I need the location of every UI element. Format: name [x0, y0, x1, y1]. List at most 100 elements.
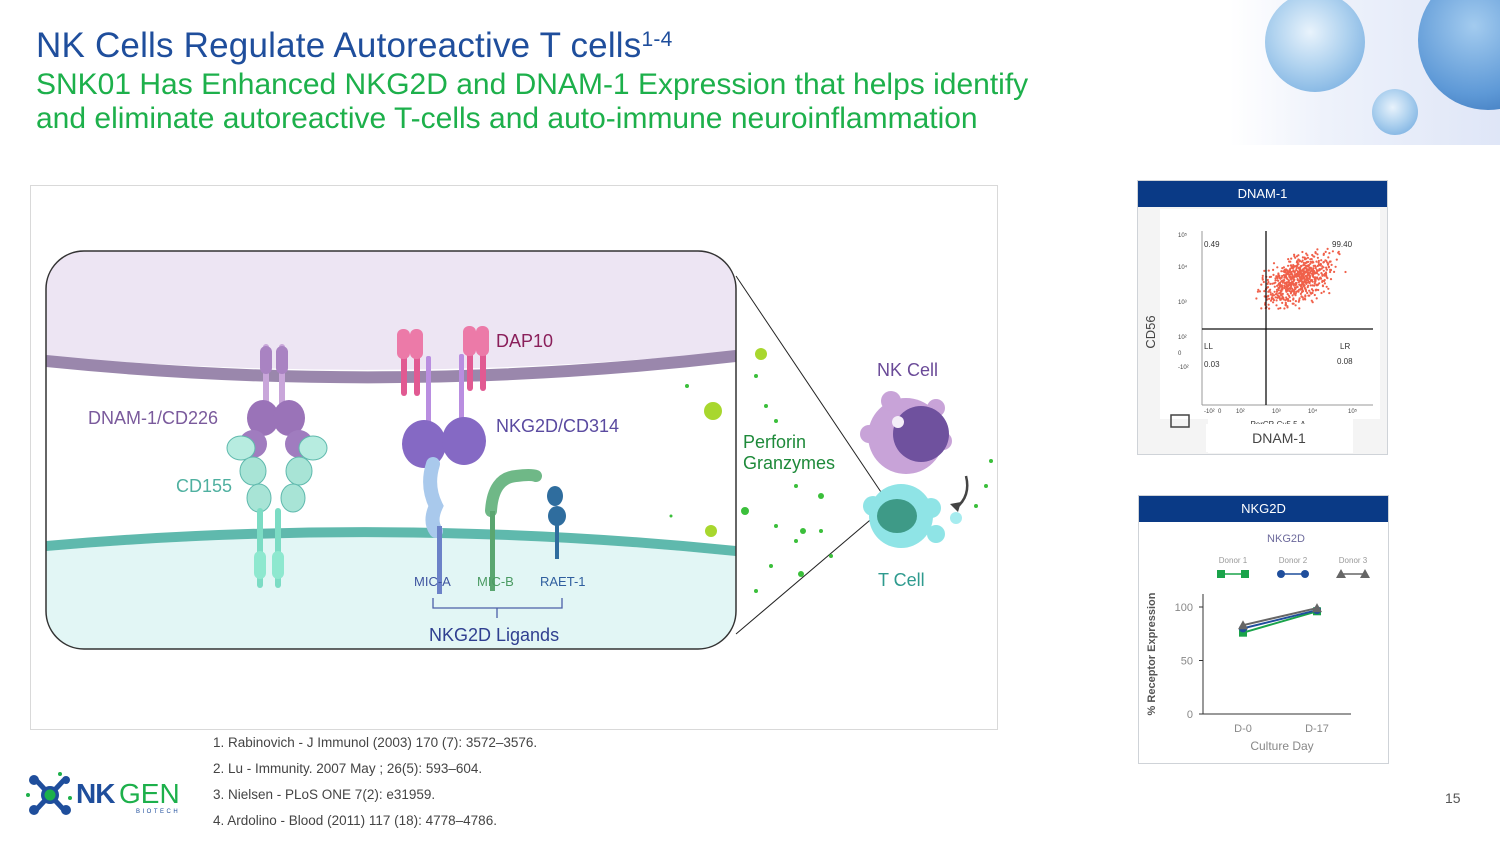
scatter-point — [1292, 266, 1295, 269]
nkg2d-panel-header: NKG2D — [1139, 496, 1388, 522]
scatter-point — [1287, 273, 1290, 276]
scatter-point — [1286, 269, 1289, 272]
legend-marker — [1241, 570, 1249, 578]
nkg2d-receptor-icon — [402, 354, 486, 468]
scatter-point — [1324, 250, 1327, 253]
flow-y-tick-label: 10⁵ — [1178, 232, 1188, 239]
scatter-point — [1293, 255, 1296, 258]
scatter-point — [1329, 278, 1333, 281]
scatter-point — [1283, 281, 1287, 284]
scatter-point — [1278, 285, 1281, 288]
scatter-point — [1323, 282, 1326, 285]
scatter-point — [1320, 267, 1323, 270]
scatter-point — [1315, 268, 1318, 272]
scatter-point — [1298, 279, 1301, 282]
reference-3: 3. Nielsen - PLoS ONE 7(2): e31959. — [213, 787, 436, 802]
scatter-point — [1294, 294, 1297, 297]
scatter-point — [1301, 274, 1304, 277]
t-cell-membrane — [46, 527, 736, 556]
scatter-point — [1318, 268, 1321, 271]
scatter-point — [1295, 290, 1298, 293]
scatter-point — [1283, 307, 1286, 310]
scatter-point — [1278, 297, 1281, 300]
scatter-point — [1285, 276, 1288, 279]
scatter-point — [1318, 277, 1322, 280]
scatter-point — [1302, 283, 1305, 286]
scatter-point — [1314, 267, 1317, 270]
gate-box-icon[interactable] — [1170, 414, 1190, 428]
scatter-point — [1318, 282, 1321, 285]
scatter-point — [1299, 277, 1302, 280]
scatter-point — [1318, 264, 1321, 267]
scatter-point — [1293, 289, 1296, 292]
scatter-point — [1291, 287, 1294, 290]
scatter-point — [1277, 307, 1280, 310]
scatter-point — [1287, 299, 1290, 302]
scatter-point — [1272, 273, 1275, 276]
flow-x-tick-label: 10² — [1236, 409, 1245, 415]
scatter-point — [1272, 282, 1276, 285]
scatter-point — [1311, 274, 1314, 278]
nkgen-logo: NK GEN BIOTECH — [26, 772, 186, 818]
flow-x-tick-label: 10⁵ — [1348, 408, 1358, 415]
scatter-point — [1315, 271, 1318, 274]
cd155-ligand-icon — [226, 435, 328, 588]
scatter-point — [1311, 291, 1314, 295]
scatter-point — [1327, 256, 1330, 259]
scatter-point — [1309, 262, 1312, 265]
subtitle-line-2: and eliminate autoreactive T-cells and a… — [36, 102, 978, 135]
scatter-point — [1297, 300, 1300, 303]
scatter-point — [1300, 264, 1303, 267]
scatter-point — [1283, 276, 1286, 279]
scatter-point — [1287, 258, 1290, 261]
scatter-point — [1287, 294, 1290, 297]
scatter-point — [1260, 307, 1263, 310]
scatter-point — [1300, 295, 1303, 298]
label-mica: MIC-A — [414, 574, 451, 589]
scatter-point — [1276, 266, 1279, 269]
reference-4: 4. Ardolino - Blood (2011) 117 (18): 477… — [213, 813, 497, 828]
label-perforin: Perforin — [743, 432, 806, 452]
y-axis-label: CD56 — [1143, 315, 1158, 348]
logo-gen: GEN — [119, 778, 180, 809]
scatter-point — [1320, 291, 1323, 295]
scatter-point — [1328, 292, 1331, 295]
scatter-point — [1298, 260, 1301, 263]
page-number: 15 — [1445, 790, 1461, 806]
nk-cell-icon — [860, 391, 952, 474]
scatter-point — [1293, 290, 1296, 294]
scatter-point — [1296, 279, 1299, 282]
scatter-point — [1283, 286, 1286, 290]
scatter-point — [1305, 290, 1308, 293]
scatter-point — [1317, 273, 1320, 276]
data-point — [1238, 620, 1248, 630]
scatter-point — [1272, 294, 1275, 297]
scatter-point — [1312, 267, 1315, 270]
scatter-point — [1316, 248, 1319, 251]
scatter-point — [1280, 276, 1283, 279]
scatter-point — [1303, 297, 1306, 300]
scatter-point — [1316, 277, 1319, 280]
scatter-point — [1313, 284, 1316, 287]
data-point — [1312, 603, 1322, 613]
scatter-point — [1298, 267, 1301, 270]
scatter-point — [1281, 274, 1284, 278]
scatter-point — [1329, 270, 1332, 274]
quadrant-ur-value: 99.40 — [1332, 240, 1353, 249]
label-raet1: RAET-1 — [540, 574, 586, 589]
label-t-cell: T Cell — [878, 570, 925, 590]
legend-label: Donor 2 — [1279, 556, 1308, 565]
scatter-point — [1261, 276, 1264, 280]
scatter-point — [1261, 274, 1264, 277]
scatter-point — [1260, 283, 1263, 286]
scatter-point — [1295, 268, 1298, 272]
quadrant-ll-value: 0.03 — [1204, 360, 1220, 369]
scatter-point — [1280, 270, 1283, 273]
scatter-point — [1269, 293, 1272, 296]
scatter-point — [1301, 268, 1304, 271]
scatter-point — [1315, 297, 1318, 300]
scatter-point — [1293, 275, 1296, 278]
scatter-point — [1292, 278, 1296, 282]
